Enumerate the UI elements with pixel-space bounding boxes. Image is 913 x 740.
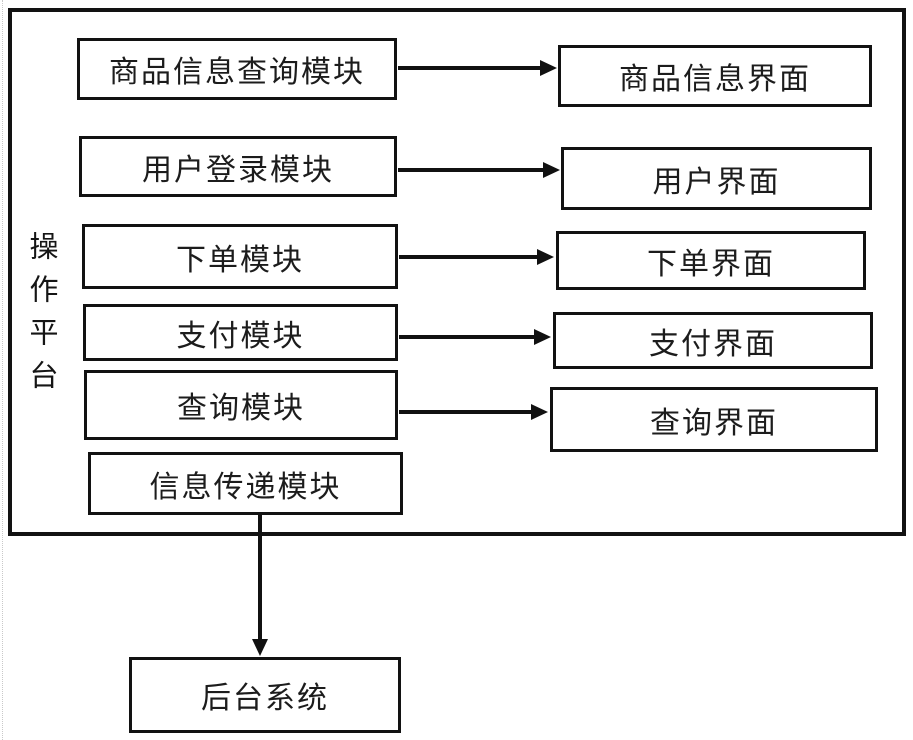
backend-system-box: 后台系统 bbox=[129, 657, 401, 733]
arrow-shaft bbox=[399, 335, 534, 339]
module-label: 查询模块 bbox=[177, 392, 305, 425]
module-box-product-info-query: 商品信息查询模块 bbox=[77, 38, 397, 100]
arrow-right-head-icon bbox=[540, 60, 557, 76]
arrow-right-head-icon bbox=[543, 162, 560, 178]
module-label: 支付模块 bbox=[176, 319, 305, 353]
module-box-user-login: 用户登录模块 bbox=[79, 136, 397, 197]
arrow-product-info-query-to-interface bbox=[398, 60, 557, 76]
arrow-right-head-icon bbox=[531, 404, 548, 420]
arrow-shaft bbox=[399, 410, 531, 414]
module-label: 商品信息查询模块 bbox=[109, 56, 365, 89]
module-box-query: 查询模块 bbox=[84, 370, 398, 440]
platform-frame bbox=[8, 8, 906, 536]
arrow-right-head-icon bbox=[534, 329, 551, 345]
backend-label: 后台系统 bbox=[201, 682, 329, 715]
module-box-payment: 支付模块 bbox=[83, 304, 398, 361]
platform-label: 操作平台 bbox=[25, 231, 57, 403]
interface-box-product-info: 商品信息界面 bbox=[558, 45, 872, 107]
module-box-info-transfer: 信息传递模块 bbox=[88, 452, 403, 515]
arrow-payment-to-interface bbox=[399, 329, 551, 345]
arrow-right-head-icon bbox=[537, 249, 554, 265]
arrow-info-transfer-to-backend bbox=[252, 515, 268, 656]
module-label: 下单模块 bbox=[176, 243, 304, 277]
module-box-order: 下单模块 bbox=[82, 224, 398, 289]
arrow-shaft bbox=[398, 168, 543, 172]
interface-label: 用户界面 bbox=[652, 165, 781, 199]
module-label: 用户登录模块 bbox=[142, 153, 334, 187]
interface-label: 查询界面 bbox=[650, 406, 778, 440]
interface-label: 下单界面 bbox=[647, 247, 775, 281]
interface-label: 商品信息界面 bbox=[619, 63, 811, 96]
arrow-shaft bbox=[258, 515, 262, 639]
arrow-user-login-to-interface bbox=[398, 162, 560, 178]
interface-box-order: 下单界面 bbox=[556, 231, 866, 290]
interface-box-payment: 支付界面 bbox=[553, 312, 873, 369]
interface-box-query: 查询界面 bbox=[550, 387, 878, 452]
interface-label: 支付界面 bbox=[649, 327, 777, 361]
arrow-down-head-icon bbox=[252, 639, 268, 656]
arrow-shaft bbox=[398, 66, 540, 70]
arrow-query-to-interface bbox=[399, 404, 548, 420]
scan-artifact-line bbox=[2, 0, 4, 740]
arrow-shaft bbox=[399, 255, 537, 259]
module-label: 信息传递模块 bbox=[149, 470, 342, 504]
interface-box-user: 用户界面 bbox=[561, 147, 872, 210]
arrow-order-to-interface bbox=[399, 249, 554, 265]
